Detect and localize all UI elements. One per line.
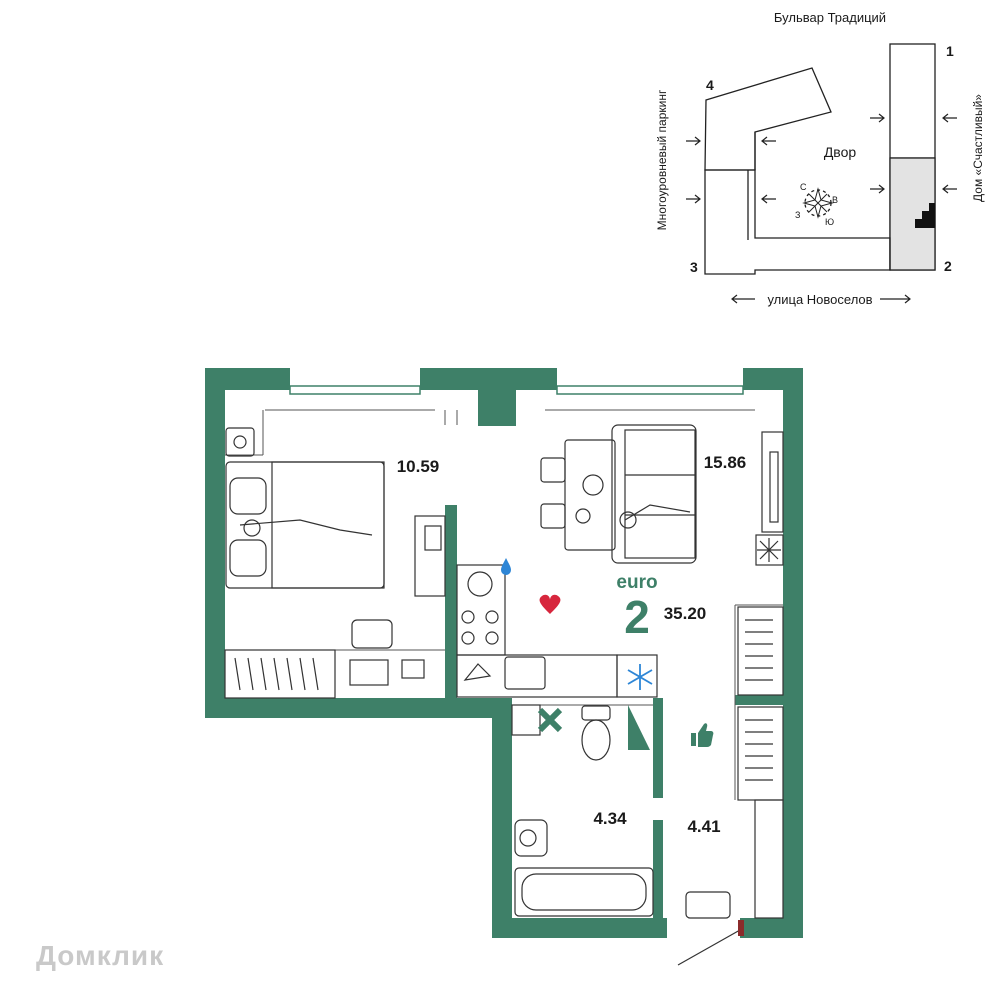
watermark-logo: Домклик — [36, 940, 165, 971]
apartment-location-marker — [915, 203, 935, 228]
building-number-1: 1 — [946, 43, 954, 59]
room-area-bathroom: 4.34 — [593, 809, 627, 828]
room-area-living: 15.86 — [704, 453, 747, 472]
apartment-type-label: euro — [616, 572, 657, 593]
water-drop-icon — [501, 558, 511, 575]
building-4 — [704, 67, 832, 171]
street-bottom-label: улица Новоселов — [767, 292, 872, 307]
dining-table — [540, 439, 616, 551]
thumbs-up-icon — [691, 723, 714, 747]
total-area: 35.20 — [664, 604, 707, 623]
wardrobe — [224, 649, 425, 699]
compass-west: З — [795, 210, 800, 220]
apartment-walls — [205, 368, 803, 938]
bathroom-fixtures — [511, 704, 654, 917]
street-top-label: Бульвар Традиций — [774, 10, 886, 25]
compass-south: Ю — [825, 217, 834, 227]
hall-wardrobes — [685, 606, 784, 919]
parking-label: Многоуровневый паркинг — [655, 89, 669, 230]
entrance-arrows — [686, 113, 957, 304]
room-area-hall: 4.41 — [687, 817, 720, 836]
site-plan — [686, 43, 957, 304]
desk — [351, 515, 446, 649]
compass-east: В — [832, 195, 838, 205]
entrance-door — [677, 920, 744, 966]
kitchen — [456, 564, 658, 698]
building-number-2: 2 — [944, 258, 952, 274]
yard-label: Двор — [824, 144, 857, 160]
room-count: 2 — [624, 591, 650, 643]
snowflake-icon — [627, 664, 653, 690]
building-number-4: 4 — [706, 77, 714, 93]
heart-icon — [539, 594, 561, 614]
sofa — [611, 424, 697, 564]
neighbor-house-label: Дом «Счастливый» — [971, 94, 985, 202]
fridge — [616, 654, 658, 698]
room-area-bedroom: 10.59 — [397, 457, 440, 476]
compass-north: С — [800, 182, 807, 192]
tv-unit — [761, 431, 784, 533]
windows — [289, 385, 744, 395]
building-number-3: 3 — [690, 259, 698, 275]
building-3 — [704, 169, 891, 275]
plant — [755, 534, 784, 566]
bed — [225, 427, 385, 589]
